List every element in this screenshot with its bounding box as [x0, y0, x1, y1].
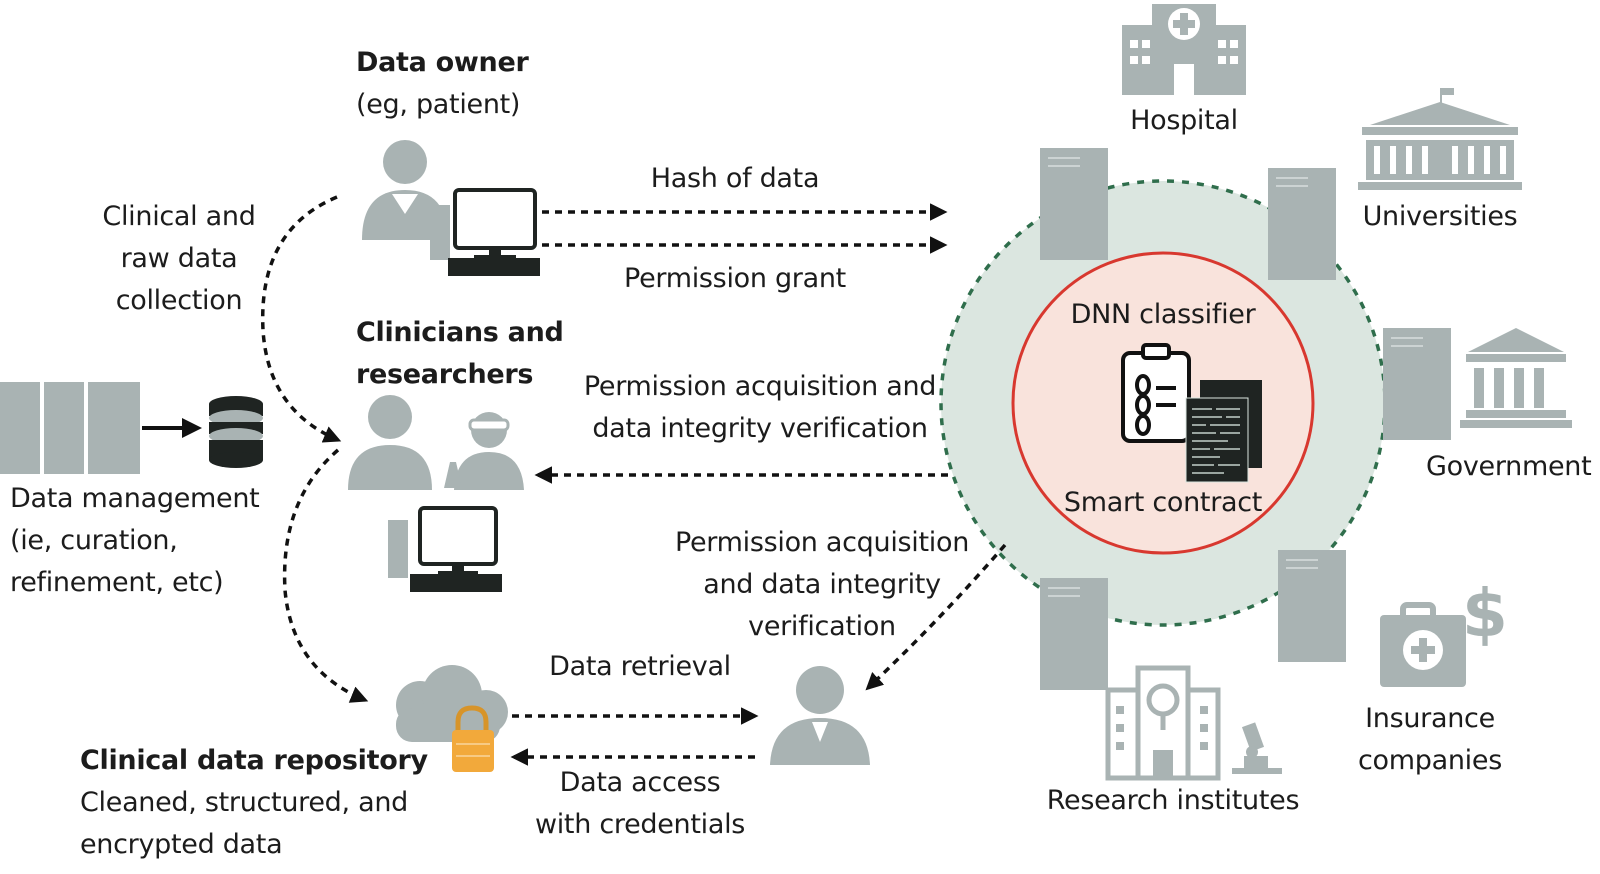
- acquisition-label-1: Permission acquisition and: [583, 371, 937, 402]
- svg-text:$: $: [1462, 575, 1508, 652]
- data-server-icon: [0, 382, 140, 474]
- hospital-icon: [1122, 4, 1246, 95]
- government-icon: [1460, 328, 1572, 428]
- clinicians-title-1: Clinicians and: [356, 317, 564, 348]
- repository-arrow: [282, 448, 369, 703]
- government-label: Government: [1426, 451, 1592, 482]
- insurance-label-1: Insurance: [1365, 703, 1495, 734]
- retrieval-label: Data retrieval: [549, 651, 731, 682]
- user-icon: [770, 666, 870, 765]
- grant-label: Permission grant: [624, 263, 846, 294]
- research-institute-icon: [1105, 665, 1282, 781]
- repository-line-3: encrypted data: [80, 829, 283, 860]
- data-owner-title: Data owner: [356, 47, 529, 78]
- insurance-icon: $: [1380, 575, 1508, 687]
- universities-label: Universities: [1362, 201, 1518, 232]
- research-label: Research institutes: [1046, 785, 1300, 816]
- database-icon: [209, 396, 263, 468]
- acquisition-label-2: data integrity verification: [592, 413, 928, 444]
- insurance-label-2: companies: [1358, 745, 1502, 776]
- collection-label-3: collection: [115, 285, 243, 316]
- patient-icon: [362, 140, 448, 240]
- smart-contract-label: Smart contract: [1063, 487, 1263, 518]
- clinician-icon: [348, 395, 432, 490]
- clinicians-title-2: researchers: [356, 359, 534, 390]
- collection-label-1: Clinical and: [102, 201, 256, 232]
- repository-title: Clinical data repository: [80, 745, 428, 776]
- collection-arrow: [260, 195, 342, 443]
- repository-line-2: Cleaned, structured, and: [80, 787, 408, 818]
- verification-label-3: verification: [748, 611, 896, 642]
- smart-contract-icon: [1121, 343, 1262, 483]
- verification-arrow: [865, 543, 1007, 691]
- access-label-2: with credentials: [534, 809, 746, 840]
- hash-label: Hash of data: [650, 163, 820, 194]
- researcher-icon: [444, 412, 524, 490]
- hospital-label: Hospital: [1130, 105, 1238, 136]
- clinician-computer-icon: [388, 506, 502, 592]
- collection-label-2: raw data: [120, 243, 238, 274]
- verification-label-1: Permission acquisition: [674, 527, 970, 558]
- owner-computer-icon: [430, 188, 540, 276]
- data-management-2: (ie, curation,: [10, 525, 178, 556]
- verification-label-2: and data integrity: [703, 569, 941, 600]
- access-label-1: Data access: [559, 767, 721, 798]
- data-management-3: refinement, etc): [10, 567, 224, 598]
- dnn-classifier-label: DNN classifier: [1070, 299, 1256, 330]
- data-management-1: Data management: [10, 483, 260, 514]
- data-owner-subtitle: (eg, patient): [356, 89, 521, 120]
- lock-icon: [452, 705, 494, 772]
- university-icon: [1358, 88, 1522, 190]
